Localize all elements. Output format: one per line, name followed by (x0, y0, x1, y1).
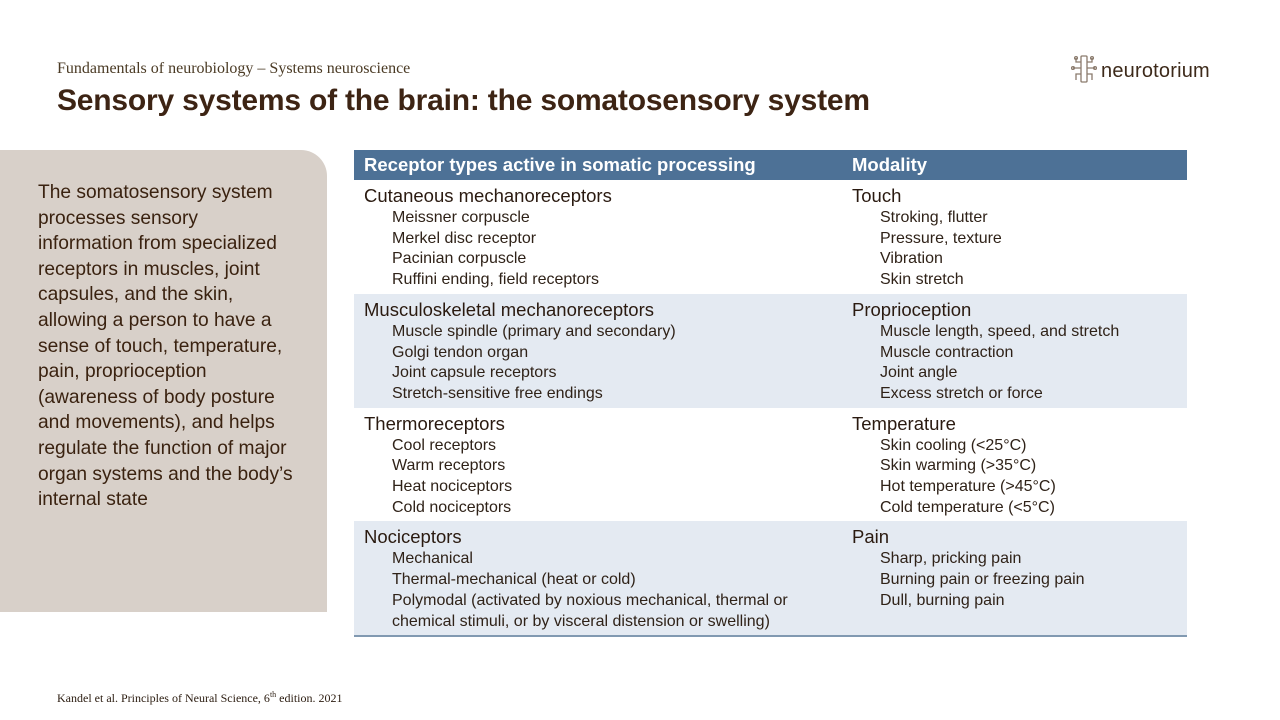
header-modality: Modality (852, 154, 928, 175)
modality-cell-item: Muscle length, speed, and stretch (880, 322, 1120, 340)
modality-cell-heading: Touch (852, 185, 902, 206)
modality-cell-item: Muscle contraction (880, 343, 1014, 361)
modality-cell-item: Vibration (880, 250, 943, 268)
citation-text: Kandel et al. Principles of Neural Scien… (57, 691, 270, 705)
logo-text: neurotorium (1101, 60, 1210, 82)
modality-cell-item: Burning pain or freezing pain (880, 571, 1085, 589)
slide-title: Sensory systems of the brain: the somato… (57, 84, 870, 117)
modality-cell-item: Skin cooling (<25°C) (880, 436, 1027, 454)
citation-sup: th (269, 690, 277, 699)
receptor-cell-item: Golgi tendon organ (392, 343, 529, 361)
receptor-cell-heading: Cutaneous mechanoreceptors (364, 185, 612, 206)
receptor-cell-item: Stretch-sensitive free endings (392, 384, 603, 402)
neurotorium-logo-icon (1070, 54, 1098, 89)
receptor-table: Receptor types active in somatic process… (354, 150, 1187, 638)
receptor-cell-item: Mechanical (392, 550, 473, 568)
receptor-cell-heading: Nociceptors (364, 526, 462, 548)
modality-cell-item: Sharp, pricking pain (880, 550, 1022, 568)
receptor-cell-heading: Thermoreceptors (364, 412, 505, 434)
receptor-cell-item: Warm receptors (392, 457, 506, 475)
modality-cell-item: Dull, burning pain (880, 591, 1005, 609)
receptor-cell-item: Cool receptors (392, 436, 497, 454)
receptor-cell-item: Cold nociceptors (392, 498, 512, 516)
receptor-cell-item: Merkel disc receptor (392, 229, 537, 247)
modality-cell-item: Skin warming (>35°C) (880, 457, 1037, 475)
receptor-cell-item: Pacinian corpuscle (392, 250, 527, 268)
modality-cell-heading: Proprioception (852, 298, 972, 320)
citation: Kandel et al. Principles of Neural Scien… (57, 690, 343, 706)
modality-cell-item: Joint angle (880, 364, 958, 382)
receptor-cell-heading: Musculoskeletal mechanoreceptors (364, 298, 654, 320)
receptor-cell-item: Muscle spindle (primary and secondary) (392, 322, 676, 340)
modality-cell-item: Pressure, texture (880, 229, 1002, 247)
modality-cell-item: Hot temperature (>45°C) (880, 478, 1056, 496)
receptor-cell-item: Meissner corpuscle (392, 209, 530, 226)
modality-cell-heading: Temperature (852, 412, 956, 434)
slide-subtitle: Fundamentals of neurobiology – Systems n… (57, 60, 411, 77)
receptor-cell-item: Thermal-mechanical (heat or cold) (392, 571, 636, 589)
table-header: Receptor types active in somatic process… (354, 150, 1187, 180)
modality-cell-item: Stroking, flutter (880, 209, 988, 226)
side-panel-text: The somatosensory system processes senso… (38, 182, 293, 511)
receptor-cell-item: Joint capsule receptors (392, 364, 557, 382)
side-panel: The somatosensory system processes senso… (0, 150, 327, 612)
citation-tail: edition. 2021 (276, 691, 343, 705)
header-receptor-types: Receptor types active in somatic process… (364, 154, 756, 175)
logo: neurotorium (1070, 54, 1210, 89)
modality-cell-item: Cold temperature (<5°C) (880, 498, 1055, 516)
receptor-cell-item: Polymodal (activated by noxious mechanic… (392, 591, 788, 630)
receptor-cell-item: Heat nociceptors (392, 478, 513, 496)
modality-cell-heading: Pain (852, 526, 890, 548)
modality-cell-item: Excess stretch or force (880, 384, 1043, 402)
receptor-cell-item: Ruffini ending, field receptors (392, 271, 599, 289)
modality-cell-item: Skin stretch (880, 271, 964, 289)
